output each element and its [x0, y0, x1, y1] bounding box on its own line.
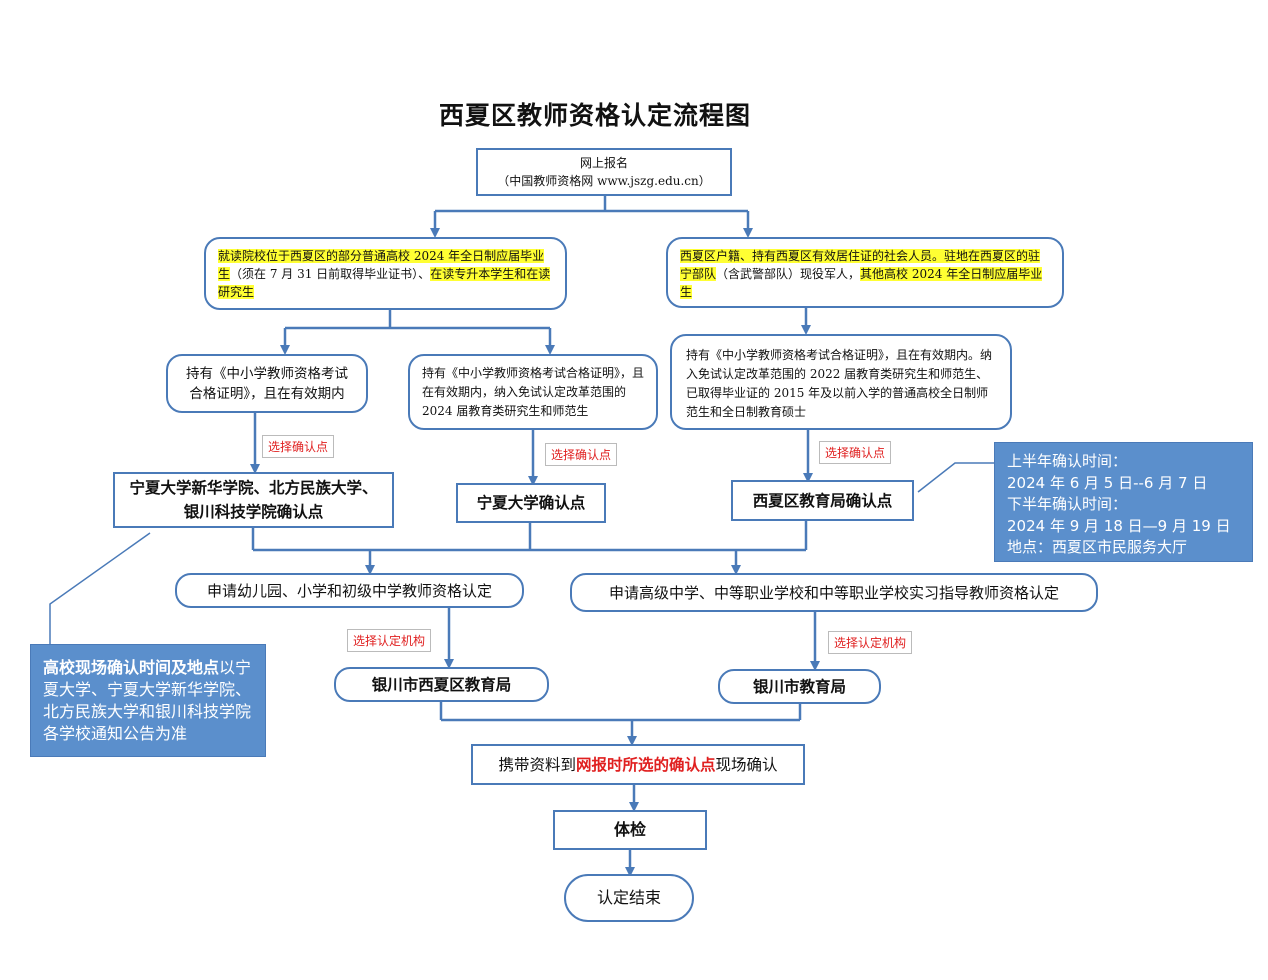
time-note-line-2: 2024 年 6 月 5 日--6 月 7 日 — [1007, 473, 1208, 492]
campus-note-rest: 以宁夏大学、宁夏大学新华学院、北方民族大学和银川科技学院各学校通知公告为准 — [43, 658, 252, 743]
time-note-line-3: 下半年确认时间： — [1007, 495, 1128, 513]
apply-box-2: 申请高级中学、中等职业学校和中等职业学校实习指导教师资格认定 — [570, 573, 1098, 612]
time-note-line-4: 2024 年 9 月 18 日—9 月 19 日 — [1007, 516, 1231, 535]
online-title: 网上报名 — [579, 156, 628, 170]
confirm-point-3-text: 西夏区教育局确认点 — [752, 490, 893, 510]
time-note-line-1: 上半年确认时间： — [1007, 452, 1128, 470]
end-text: 认定结束 — [596, 888, 661, 907]
cert-box-a2: 持有《中小学教师资格考试合格证明》，且在有效期内，纳入免试认定改革范围的 202… — [408, 354, 658, 430]
apply-1-text: 申请幼儿园、小学和初级中学教师资格认定 — [206, 581, 492, 600]
cert-a2-text: 持有《中小学教师资格考试合格证明》，且在有效期内，纳入免试认定改革范围的 202… — [422, 366, 645, 418]
confirm-point-2-text: 宁夏大学确认点 — [476, 493, 586, 512]
org-box-1: 银川市西夏区教育局 — [334, 667, 549, 702]
campus-confirm-note: 高校现场确认时间及地点以宁夏大学、宁夏大学新华学院、北方民族大学和银川科技学院各… — [30, 644, 266, 757]
group-b-text-1: 西夏区户籍、持有西夏区有效居住证的社会人员。 — [680, 249, 945, 263]
cert-a1-text: 持有《中小学教师资格考试合格证明》，且在有效期内 — [186, 365, 348, 402]
onsite-confirm-box: 携带资料到网报时所选的确认点现场确认 — [471, 744, 805, 785]
onsite-text-pre: 携带资料到 — [498, 755, 576, 774]
select-org-label-1: 选择认定机构 — [347, 629, 432, 652]
org-2-text: 银川市教育局 — [752, 676, 846, 696]
end-terminal: 认定结束 — [564, 874, 694, 922]
select-confirm-label-1: 选择确认点 — [262, 435, 335, 458]
online-registration-box: 网上报名 （中国教师资格网 www.jszg.edu.cn） — [476, 148, 732, 196]
onsite-text-post: 现场确认 — [715, 755, 778, 774]
confirm-point-1-text: 宁夏大学新华学院、北方民族大学、银川科技学院确认点 — [129, 478, 378, 521]
cert-box-a1: 持有《中小学教师资格考试合格证明》，且在有效期内 — [166, 354, 368, 413]
campus-note-bold: 高校现场确认时间及地点 — [43, 658, 220, 677]
org-box-2: 银川市教育局 — [718, 669, 881, 704]
group-a-box: 就读院校位于西夏区的部分普通高校 2024 年全日制应届毕业生（须在 7 月 3… — [204, 237, 567, 310]
group-b-box: 西夏区户籍、持有西夏区有效居住证的社会人员。驻地在西夏区的驻宁部队（含武警部队）… — [666, 237, 1064, 308]
cert-b-text: 持有《中小学教师资格考试合格证明》，且在有效期内。纳入免试认定改革范围的 202… — [686, 348, 993, 419]
confirm-point-3: 西夏区教育局确认点 — [731, 480, 914, 521]
confirm-point-2: 宁夏大学确认点 — [456, 483, 606, 523]
health-exam-box: 体检 — [553, 810, 707, 850]
apply-box-1: 申请幼儿园、小学和初级中学教师资格认定 — [175, 573, 524, 608]
onsite-text-mid: 网报时所选的确认点 — [575, 754, 716, 774]
online-url: （中国教师资格网 www.jszg.edu.cn） — [497, 174, 711, 188]
confirm-point-1: 宁夏大学新华学院、北方民族大学、银川科技学院确认点 — [113, 472, 394, 528]
group-b-text-3: （含武警部队）现役军人， — [716, 267, 861, 281]
select-confirm-label-3: 选择确认点 — [819, 441, 892, 464]
select-org-label-2: 选择认定机构 — [828, 631, 913, 654]
group-a-text-2: （须在 7 月 31 日前取得毕业证书）、 — [230, 267, 431, 281]
exam-text: 体检 — [613, 820, 646, 839]
cert-box-b: 持有《中小学教师资格考试合格证明》，且在有效期内。纳入免试认定改革范围的 202… — [670, 334, 1012, 430]
apply-2-text: 申请高级中学、中等职业学校和中等职业学校实习指导教师资格认定 — [608, 583, 1059, 602]
page-title: 西夏区教师资格认定流程图 — [438, 101, 751, 130]
select-confirm-label-2: 选择确认点 — [545, 443, 618, 466]
org-1-text: 银川市西夏区教育局 — [371, 674, 512, 694]
confirm-time-note: 上半年确认时间： 2024 年 6 月 5 日--6 月 7 日 下半年确认时间… — [994, 442, 1253, 562]
time-note-line-5: 地点：西夏区市民服务大厅 — [1007, 538, 1188, 556]
